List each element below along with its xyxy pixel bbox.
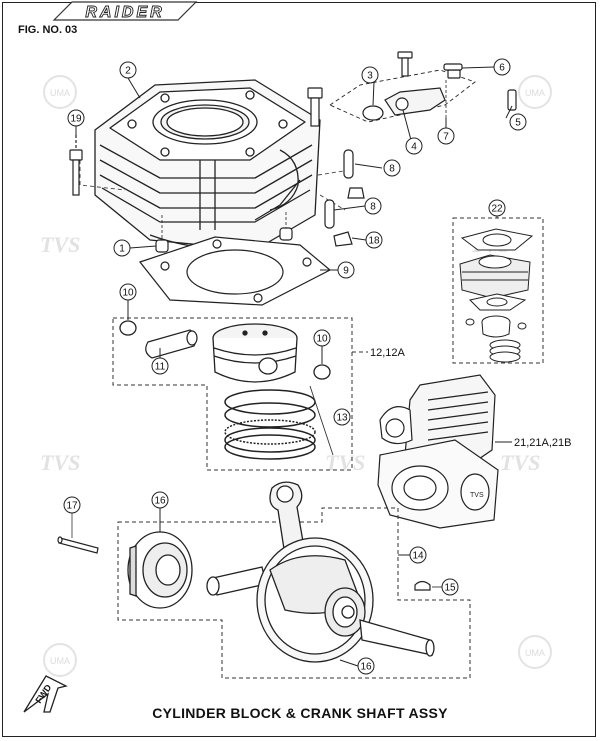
callout-16: 16 bbox=[151, 491, 169, 509]
engine-brand-mark: TVS bbox=[470, 492, 484, 499]
svg-text:16: 16 bbox=[360, 662, 372, 673]
svg-text:18: 18 bbox=[368, 236, 380, 247]
svg-text:6: 6 bbox=[499, 63, 505, 74]
watermark-tvs: TVS bbox=[40, 232, 80, 257]
raider-logo: RAIDER bbox=[52, 1, 198, 21]
svg-text:10: 10 bbox=[122, 288, 134, 299]
svg-text:7: 7 bbox=[443, 132, 449, 143]
svg-text:13: 13 bbox=[336, 413, 348, 424]
svg-text:8: 8 bbox=[370, 202, 376, 213]
callout-2: 2 bbox=[119, 61, 137, 79]
callout-markers: 1 2 3 4 5 6 7 8 8 9 10 10 11 13 14 15 16… bbox=[63, 58, 572, 675]
callout-11: 11 bbox=[151, 357, 169, 375]
piston-pin bbox=[145, 329, 198, 359]
watermark-tvs: TVS bbox=[40, 450, 80, 475]
piston-assy-label: 12,12A bbox=[370, 347, 406, 359]
tensioner-assembly bbox=[329, 51, 517, 123]
callout-18: 18 bbox=[365, 231, 383, 249]
bushing bbox=[155, 212, 293, 253]
svg-text:15: 15 bbox=[444, 583, 456, 594]
diagram-caption: CYLINDER BLOCK & CRANK SHAFT ASSY bbox=[152, 705, 448, 721]
svg-text:11: 11 bbox=[155, 362, 166, 373]
woodruff-key bbox=[414, 580, 442, 591]
base-gasket bbox=[138, 236, 332, 306]
callout-10: 10 bbox=[313, 329, 331, 347]
crank-pin bbox=[57, 513, 99, 554]
watermark-uma: UMA bbox=[43, 643, 77, 677]
callout-17: 17 bbox=[63, 496, 81, 514]
watermark-uma: UMA bbox=[518, 75, 552, 109]
callout-16: 16 bbox=[357, 657, 375, 675]
svg-text:UMA: UMA bbox=[50, 88, 70, 98]
watermark-uma: UMA bbox=[518, 635, 552, 669]
callout-7: 7 bbox=[437, 127, 455, 145]
callout-13: 13 bbox=[333, 408, 351, 426]
stud-bolt bbox=[69, 135, 83, 196]
watermark-tvs: TVS bbox=[500, 450, 540, 475]
kit-box bbox=[452, 217, 544, 364]
engine-assy-label: 21,21A,21B bbox=[514, 437, 572, 449]
svg-text:1: 1 bbox=[119, 244, 125, 255]
svg-text:14: 14 bbox=[412, 551, 424, 562]
piston bbox=[212, 323, 298, 383]
callout-9: 9 bbox=[337, 261, 355, 279]
callout-8: 8 bbox=[383, 159, 401, 177]
svg-text:16: 16 bbox=[154, 496, 166, 507]
callout-5: 5 bbox=[509, 113, 527, 131]
svg-text:17: 17 bbox=[66, 501, 78, 512]
callout-10: 10 bbox=[119, 283, 137, 301]
callout-8: 8 bbox=[364, 197, 382, 215]
crank-group-box bbox=[117, 507, 471, 679]
svg-text:2: 2 bbox=[125, 66, 131, 77]
dowel-pin bbox=[324, 149, 365, 247]
top-bolt bbox=[307, 87, 323, 127]
circlip bbox=[119, 320, 331, 380]
engine-assembly: TVS bbox=[377, 374, 512, 529]
watermark-uma: UMA bbox=[43, 75, 77, 109]
svg-text:22: 22 bbox=[491, 204, 503, 215]
callout-15: 15 bbox=[441, 578, 459, 596]
callout-1: 1 bbox=[113, 239, 131, 257]
logo-text: RAIDER bbox=[85, 4, 164, 21]
callout-leaders bbox=[75, 66, 513, 667]
svg-text:8: 8 bbox=[389, 164, 395, 175]
svg-text:UMA: UMA bbox=[525, 648, 545, 658]
svg-text:5: 5 bbox=[515, 118, 521, 129]
piston-rings bbox=[224, 385, 334, 460]
svg-text:3: 3 bbox=[367, 71, 373, 82]
figure-number: FIG. NO. 03 bbox=[18, 24, 78, 36]
callout-3: 3 bbox=[361, 66, 379, 84]
svg-text:10: 10 bbox=[316, 334, 328, 345]
svg-text:UMA: UMA bbox=[50, 656, 70, 666]
svg-text:4: 4 bbox=[411, 142, 417, 153]
cylinder-block bbox=[94, 79, 321, 251]
forward-arrow-icon: FWD bbox=[23, 675, 68, 713]
callout-4: 4 bbox=[405, 137, 423, 155]
svg-text:UMA: UMA bbox=[525, 88, 545, 98]
watermark-tvs: TVS bbox=[325, 450, 365, 475]
svg-text:9: 9 bbox=[343, 266, 349, 277]
callout-22: 22 bbox=[488, 199, 506, 217]
crankshaft bbox=[206, 481, 435, 663]
piston-group-box bbox=[112, 317, 368, 471]
callout-14: 14 bbox=[409, 546, 427, 564]
callout-6: 6 bbox=[493, 58, 511, 76]
ball-bearing bbox=[127, 531, 193, 609]
svg-text:19: 19 bbox=[70, 114, 82, 125]
callout-19: 19 bbox=[67, 109, 85, 127]
